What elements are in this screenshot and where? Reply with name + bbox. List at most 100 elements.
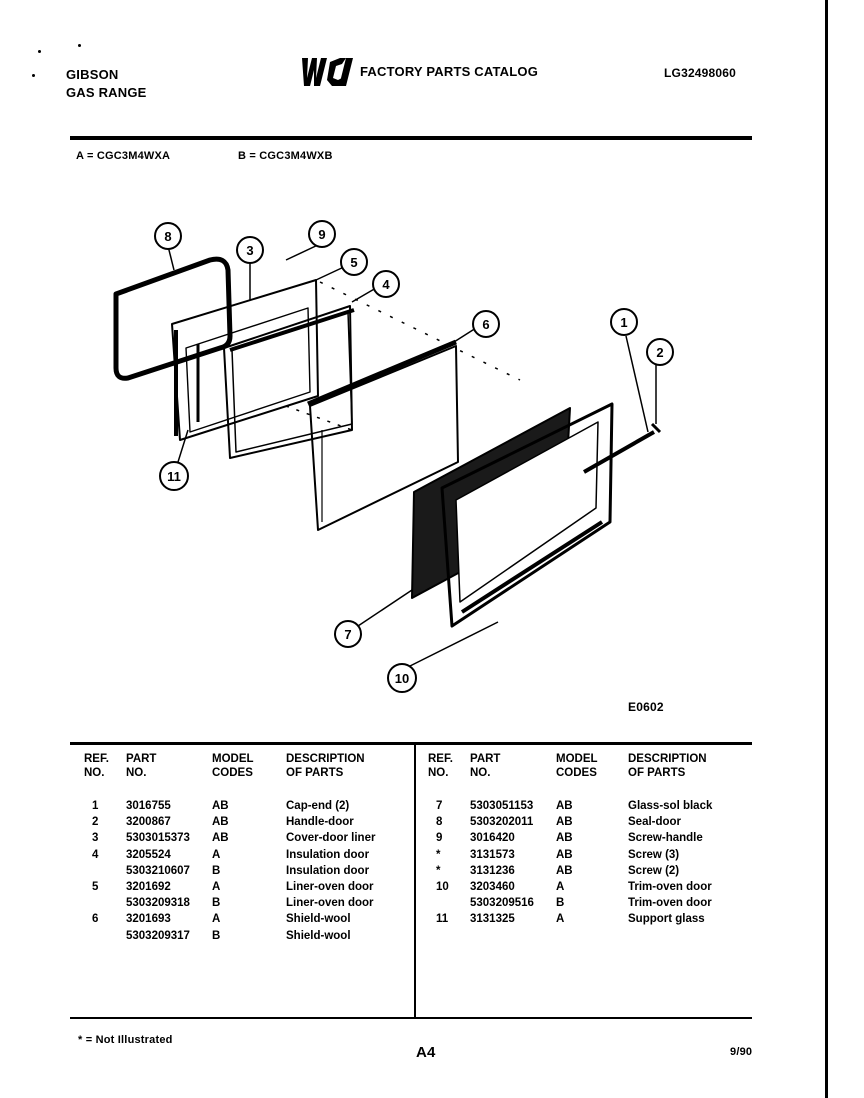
description-cell: Insulation door	[286, 848, 370, 861]
model-codes-cell: AB	[556, 864, 573, 877]
part-no-cell: 3131236	[470, 864, 515, 877]
ref-no-cell: 6	[92, 913, 99, 926]
table-row: * 3131236 AB Screw (2)	[428, 863, 748, 879]
description-cell: Liner-oven door	[286, 897, 374, 910]
model-codes-cell: B	[212, 897, 221, 910]
description-cell: Liner-oven door	[286, 881, 374, 894]
table-row: 5303210607 B Insulation door	[84, 863, 406, 879]
brand-block: GIBSON GAS RANGE	[66, 66, 147, 102]
ref-no-cell	[428, 895, 470, 911]
model-codes-cell: AB	[556, 800, 573, 812]
header-rule	[70, 136, 752, 140]
model-codes-cell: B	[556, 897, 565, 910]
ref-no-cell	[84, 863, 126, 879]
brand-name: GIBSON	[66, 67, 119, 82]
callout-5: 5	[340, 248, 368, 276]
part-no-cell: 3131325	[470, 913, 515, 926]
callout-4: 4	[372, 270, 400, 298]
part-no-cell: 5303209317	[126, 929, 190, 942]
model-codes-cell: AB	[212, 816, 229, 829]
description-cell: Cap-end (2)	[286, 800, 350, 812]
model-codes-cell: B	[212, 929, 221, 942]
callout-11: 11	[159, 461, 189, 491]
header-ref-no: REF.NO.	[84, 753, 109, 779]
part-no-cell: 3201693	[126, 913, 171, 926]
callout-3: 3	[236, 236, 264, 264]
description-cell: Screw (3)	[628, 848, 680, 861]
handle-door-part	[583, 430, 655, 474]
ref-no-cell: 1	[92, 800, 99, 812]
ref-no-cell: 8	[436, 816, 443, 829]
model-codes-cell: AB	[212, 832, 229, 845]
callout-8: 8	[154, 222, 182, 250]
part-no-cell: 3201692	[126, 881, 171, 894]
header-ref-no: REF.NO.	[428, 753, 453, 779]
table-rule	[70, 742, 752, 745]
seal-door-part	[113, 256, 233, 381]
catalog-title: FACTORY PARTS CATALOG	[360, 64, 539, 79]
description-cell: Handle-door	[286, 816, 354, 829]
model-codes-cell: AB	[556, 832, 573, 845]
description-cell: Shield-wool	[286, 913, 351, 926]
ref-no-cell	[84, 895, 126, 911]
bottom-rule	[70, 1017, 752, 1019]
part-no-cell: 3016420	[470, 832, 515, 845]
part-no-cell: 3200867	[126, 816, 171, 829]
table-row: 5303209318 B Liner-oven door	[84, 895, 406, 911]
speck	[32, 74, 35, 77]
description-cell: Screw (2)	[628, 864, 680, 877]
ref-no-cell: 2	[92, 816, 99, 829]
table-row: 2 3200867 AB Handle-door	[84, 814, 406, 830]
model-codes-cell: B	[212, 864, 221, 877]
product-name: GAS RANGE	[66, 85, 147, 100]
cover-door-liner-part	[171, 279, 319, 441]
ref-no-cell: 5	[92, 881, 99, 894]
shield-wool-part	[309, 345, 459, 531]
description-cell: Trim-oven door	[628, 897, 712, 910]
callout-label: 7	[344, 627, 351, 642]
ref-no-cell: 7	[436, 800, 443, 812]
part-no-cell: 5303210607	[126, 864, 190, 877]
model-b: B = CGC3M4WXB	[238, 150, 333, 162]
description-cell: Insulation door	[286, 864, 370, 877]
callout-1: 1	[610, 308, 638, 336]
model-codes-cell: A	[556, 913, 565, 926]
model-codes-cell: A	[556, 881, 565, 894]
page-number: A4	[416, 1044, 436, 1061]
part-no-cell: 5303209318	[126, 897, 190, 910]
model-codes-cell: A	[212, 848, 221, 861]
revision-date: 9/90	[730, 1046, 753, 1058]
part-no-cell: 3205524	[126, 848, 171, 861]
callout-7: 7	[334, 620, 362, 648]
description-cell: Seal-door	[628, 816, 682, 829]
trim-oven-door-part	[440, 402, 614, 628]
table-divider	[414, 744, 416, 1018]
footnote: * = Not Illustrated	[78, 1034, 173, 1046]
part-no-cell: 3131573	[470, 848, 515, 861]
callout-label: 1	[620, 315, 627, 330]
callout-label: 11	[167, 469, 181, 484]
part-no-cell: 5303051153	[470, 800, 534, 812]
ref-no-cell: 10	[436, 881, 449, 894]
insulation-door-part	[231, 311, 353, 453]
ref-no-cell: *	[436, 864, 441, 877]
ref-no-cell: *	[436, 848, 441, 861]
model-codes-cell: AB	[212, 800, 229, 812]
callout-label: 9	[318, 227, 325, 242]
ref-no-cell: 4	[92, 848, 99, 861]
